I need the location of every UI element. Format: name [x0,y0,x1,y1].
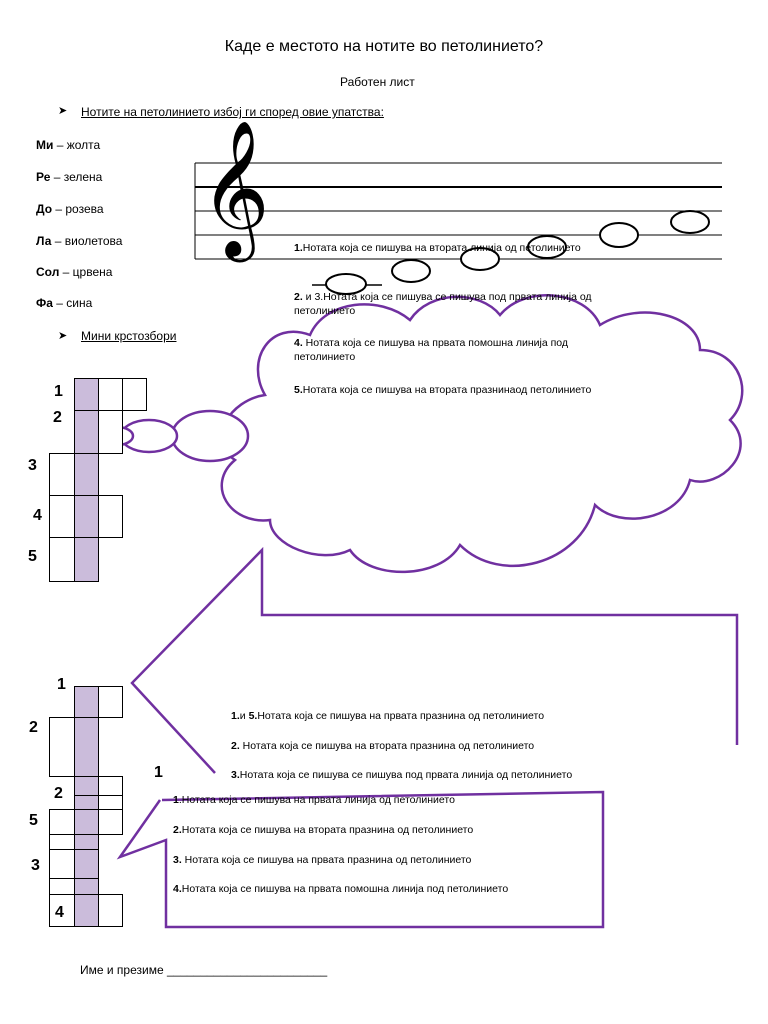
treble-clef-icon: 𝄞 [200,118,270,256]
crossword-cell[interactable] [49,495,75,538]
legend-item: Ре – зелена [36,170,103,184]
legend-item: Ми – жолта [36,138,101,152]
crossword-cell[interactable] [49,834,75,850]
callout-2-outline [116,790,605,929]
callout-2-clue: 4.Нотата која се пишува на првата помошн… [173,883,509,895]
note-head [460,247,500,271]
crossword-cell[interactable] [49,453,75,496]
crossword-cell[interactable] [98,410,123,454]
crossword-cell[interactable] [98,378,123,411]
crossword-number: 5 [29,812,38,829]
crossword-cell[interactable] [49,878,75,895]
crossword-cell[interactable] [74,849,99,879]
instruction-text: Нотите на петолинието избој ги според ов… [81,105,384,119]
callout-2-clue: 3. Нотата која се пишува на првата празн… [173,854,472,866]
crossword-cell[interactable] [98,894,123,927]
callout-2-clue: 2.Нотата која се пишува на втората празн… [173,824,474,836]
crossword-number: 3 [28,457,37,474]
crossword-cell[interactable] [122,378,147,411]
crossword-number: 1 [57,676,66,693]
bullet-arrow-icon: ➤ [58,105,68,117]
crossword-cell[interactable] [74,717,99,777]
crossword-cell[interactable] [49,537,75,582]
crossword-number: 1 [154,764,163,781]
legend-item: Ла – виолетова [36,234,123,248]
crossword-cell[interactable] [98,776,123,796]
note-head [527,235,567,259]
legend-item: Фа – сина [36,296,93,310]
crossword-number: 5 [28,548,37,565]
note-head [325,273,367,295]
cloud-clue: 2. и 3.Нотата која се пишува се пишува п… [294,291,592,317]
crossword-cell[interactable] [98,686,123,718]
bullet-arrow-icon: ➤ [58,330,68,342]
callout-1-outline [130,546,739,774]
crossword-cell[interactable] [74,809,99,835]
crossword-cell[interactable] [98,795,123,810]
crossword-cell[interactable] [74,776,99,796]
page-subtitle: Работен лист [340,75,415,89]
callout-1-clue: 1.и 5.Нотата која се пишува на првата пр… [231,710,545,722]
crossword-cell[interactable] [98,495,123,538]
name-field-label[interactable]: Име и презиме ________________________ [80,963,328,977]
crossword-cell[interactable] [74,834,99,850]
note-heads [312,210,710,295]
callout-2-clue: 1.Нотата која се пишува на првата линија… [173,794,455,806]
crossword-number: 3 [31,857,40,874]
note-head [670,210,710,234]
crossword-number: 2 [29,719,38,736]
cloud-clue: 5.Нотата која се пишува на втората празн… [294,384,592,396]
callout-1-clue: 3.Нотата која се пишува се пишува под пр… [231,769,573,781]
thought-bubble [170,409,250,463]
crossword-cell[interactable] [49,849,75,879]
crossword-cell[interactable] [74,894,99,927]
crossword-cell[interactable] [74,453,99,496]
crossword-cell[interactable] [49,717,75,777]
crossword-number: 1 [54,383,63,400]
crossword-number: 2 [54,785,63,802]
legend-item: До – розева [36,202,104,216]
note-head [391,259,431,283]
crossword-cell[interactable] [74,410,99,454]
crossword-cell[interactable] [74,795,99,810]
crossword-cell[interactable] [74,378,99,411]
mini-crossword-label: Мини крстозбори [81,329,177,343]
thought-cloud-outline [220,294,744,574]
legend-item: Сол – црвена [36,265,113,279]
crossword-cell[interactable] [49,809,75,835]
crossword-number: 4 [55,904,64,921]
cloud-clue: 1.Нотата која се пишува на втората линиј… [294,242,581,254]
crossword-cell[interactable] [74,686,99,718]
crossword-number: 2 [53,409,62,426]
page-title: Каде е местото на нотите во петолинието? [224,38,544,55]
crossword-cell[interactable] [74,537,99,582]
crossword-cell[interactable] [74,495,99,538]
crossword-cell[interactable] [74,878,99,895]
callout-1-clue: 2. Нотата која се пишува на втората праз… [231,740,535,752]
crossword-cell[interactable] [98,809,123,835]
crossword-number: 4 [33,507,42,524]
note-head [599,222,639,248]
cloud-clue: 4. Нотата која се пишува на првата помош… [294,337,569,363]
